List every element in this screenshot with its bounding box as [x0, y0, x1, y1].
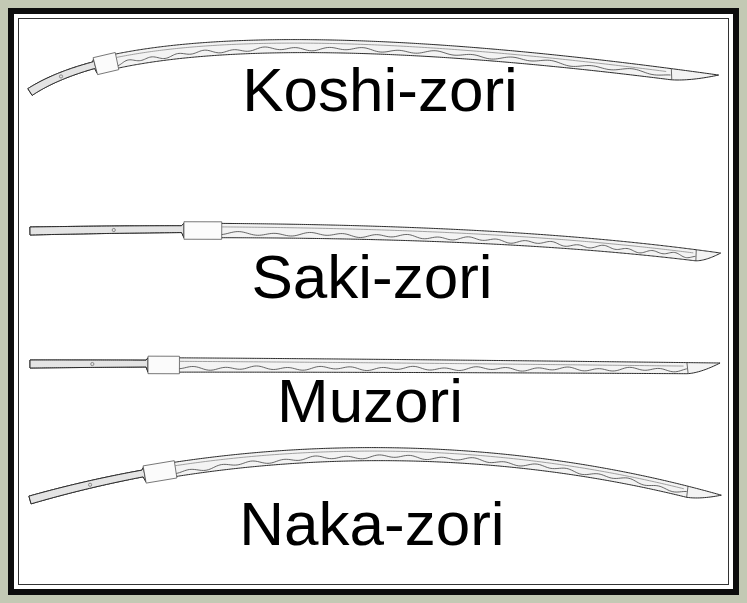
yokote-line [671, 69, 672, 80]
yokote-line [687, 486, 688, 497]
yokote-line [687, 363, 688, 374]
mekugi-hole [91, 362, 94, 365]
tang [30, 358, 148, 373]
frame-border [8, 8, 739, 595]
mekugi-hole [59, 75, 62, 78]
tang [28, 59, 97, 95]
frame-inner-line [19, 19, 729, 585]
mekugi-hole [112, 228, 115, 231]
tang [30, 223, 184, 238]
curvature-label: Muzori [277, 370, 463, 432]
shinogi-line [175, 451, 684, 489]
habaki [93, 53, 119, 75]
curvature-label: Koshi-zori [242, 59, 518, 121]
mekugi-hole [88, 483, 91, 486]
tang [29, 467, 146, 503]
habaki [184, 222, 222, 240]
curvature-label: Saki-zori [251, 246, 492, 308]
shinogi-line [179, 361, 683, 366]
frame-ground [14, 14, 733, 589]
habaki [148, 356, 179, 374]
curvature-label: Naka-zori [239, 493, 504, 555]
yokote-line [695, 250, 696, 261]
sword-group [28, 40, 722, 504]
hamon-line [176, 455, 686, 492]
habaki [143, 461, 177, 483]
